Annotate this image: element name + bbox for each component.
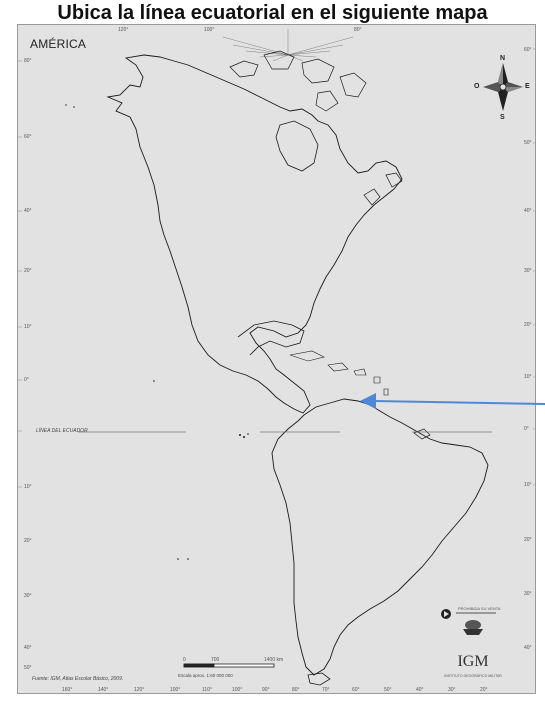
- lat-tick-right: 60°: [524, 47, 532, 53]
- compass-n: N: [500, 55, 506, 62]
- compass-rose: [483, 63, 523, 111]
- lat-tick-right: 0°: [524, 426, 529, 432]
- lon-tick-bottom: 120°: [134, 687, 145, 693]
- scale-label: Escala aprox. 1:60 000 000: [178, 673, 233, 678]
- lon-tick-bottom: 100°: [170, 687, 181, 693]
- lat-tick-left: 20°: [24, 538, 32, 544]
- lat-tick-left: 10°: [24, 324, 32, 330]
- lon-tick-bottom: 160°: [62, 687, 73, 693]
- qr-caption: PROHIBIDA SU VENTA: [458, 606, 501, 611]
- lat-tick-right: 10°: [524, 374, 532, 380]
- igm-emblem: [463, 620, 483, 635]
- america-outline-map: [18, 29, 535, 686]
- south-america-coast: [271, 398, 489, 676]
- lat-tick-right: 20°: [524, 537, 532, 543]
- map-title: AMÉRICA: [30, 37, 87, 51]
- lat-tick-left: 50°: [24, 665, 32, 671]
- scale-mark: 1400 km: [264, 657, 284, 663]
- lat-tick-right: 30°: [524, 591, 532, 597]
- lat-tick-right: 20°: [524, 322, 532, 328]
- lon-tick-bottom: 70°: [322, 687, 330, 693]
- lon-tick-bottom: 80°: [292, 687, 300, 693]
- lon-tick-bottom: 100°: [232, 687, 243, 693]
- lat-tick-left: 10°: [24, 484, 32, 490]
- lat-tick-left: 40°: [24, 208, 32, 214]
- lon-tick-bottom: 110°: [202, 687, 212, 693]
- lon-tick-bottom: 90°: [262, 687, 270, 693]
- lon-tick-bottom: 50°: [384, 687, 392, 693]
- lat-tick-left: 40°: [24, 645, 32, 651]
- lat-tick-left: 0°: [24, 377, 29, 383]
- compass-e: E: [525, 83, 530, 90]
- scale-mark: 700: [211, 657, 220, 663]
- lat-tick-right: 40°: [524, 645, 532, 651]
- north-america-coast: [106, 54, 403, 414]
- page-heading: Ubica la línea ecuatorial en el siguient…: [57, 2, 488, 24]
- compass-o: O: [474, 83, 480, 90]
- map-panel[interactable]: AMÉRICA N S E O 80° 60° 40° 20° 10° 0° 1…: [17, 24, 536, 694]
- lon-tick-top: 120°: [118, 27, 129, 33]
- scale-mark: 0: [183, 657, 186, 663]
- compass-s: S: [500, 114, 505, 121]
- lon-tick-bottom: 40°: [416, 687, 424, 693]
- lat-tick-right: 30°: [524, 268, 532, 274]
- lon-tick-bottom: 140°: [98, 687, 109, 693]
- scale-bar: [183, 663, 275, 668]
- lat-tick-left: 80°: [24, 58, 32, 64]
- lat-tick-right: 10°: [524, 482, 532, 488]
- lon-tick-bottom: 20°: [480, 687, 488, 693]
- lat-tick-right: 40°: [524, 208, 532, 214]
- lat-tick-left: 60°: [24, 134, 32, 140]
- igm-logo-text: IGM: [457, 653, 489, 670]
- lat-tick-right: 50°: [524, 140, 532, 146]
- lon-tick-bottom: 30°: [448, 687, 456, 693]
- lat-tick-left: 30°: [24, 593, 32, 599]
- lon-tick-top: 100°: [204, 27, 215, 33]
- equator-label: LÍNEA DEL ECUADOR: [36, 428, 88, 434]
- lon-tick-top: 80°: [354, 27, 362, 33]
- igm-logo-subtitle: INSTITUTO GEOGRÁFICO MILITAR: [444, 674, 502, 678]
- lon-tick-bottom: 60°: [352, 687, 360, 693]
- lat-tick-left: 20°: [24, 268, 32, 274]
- qr-mark: [441, 609, 496, 619]
- source-note: Fuente: IGM, Atlas Escolar Básico, 2009.: [32, 676, 124, 682]
